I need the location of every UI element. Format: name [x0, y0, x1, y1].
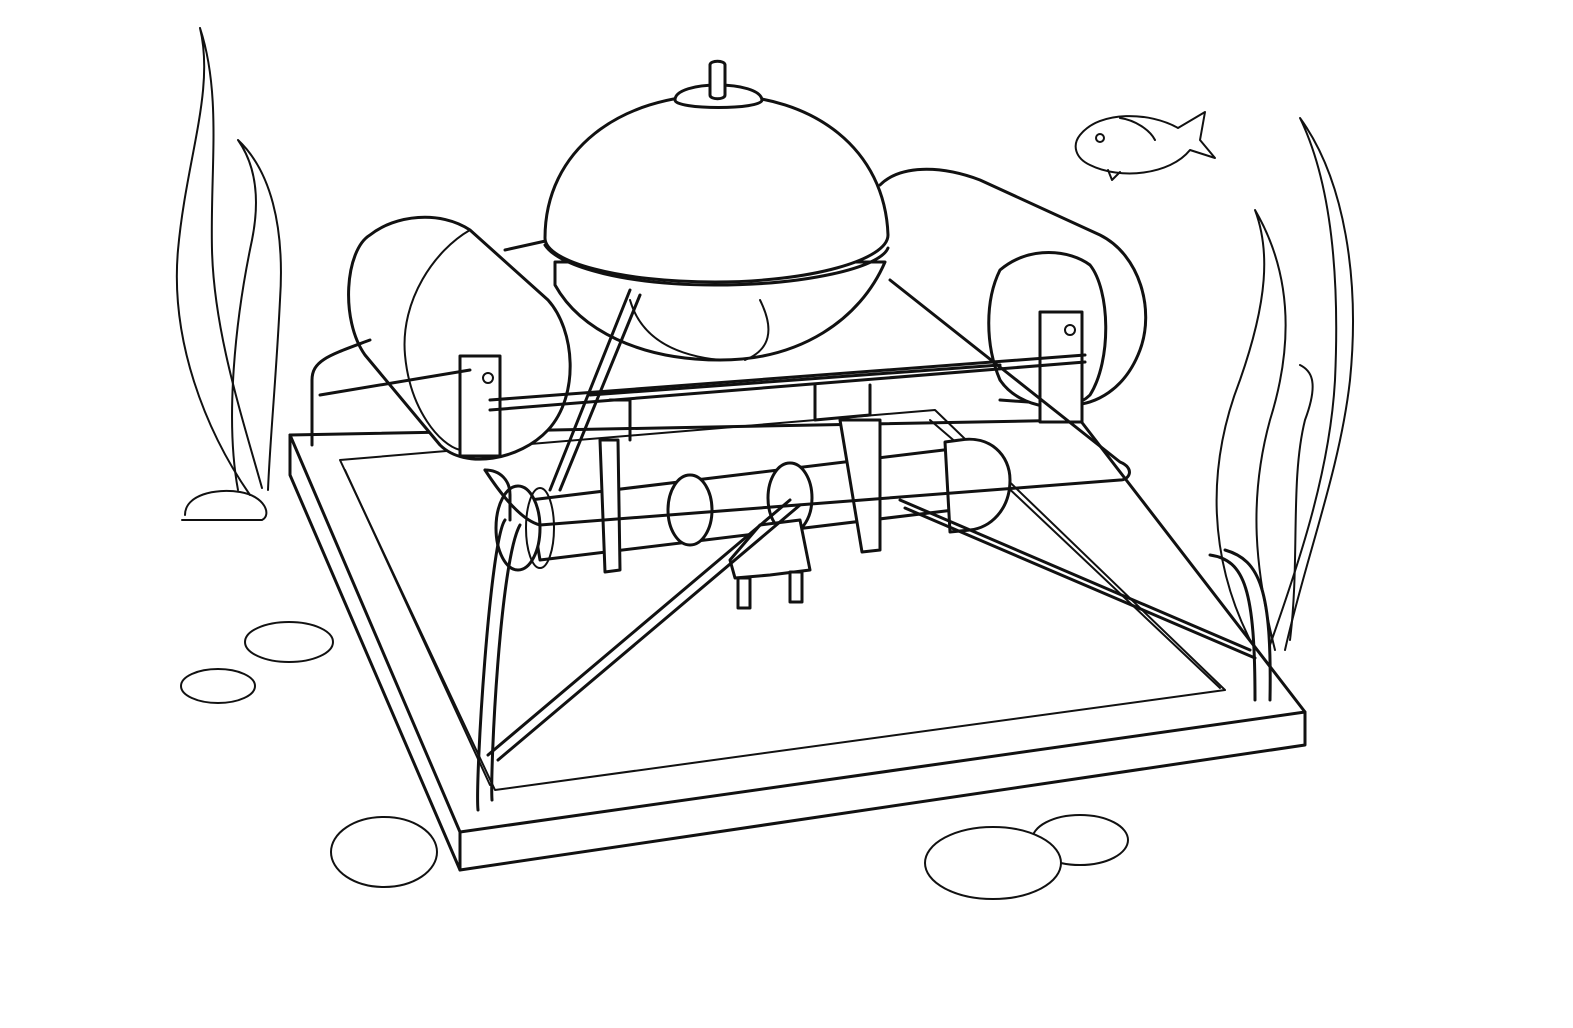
pebbles: [180, 489, 1129, 900]
dome: [543, 59, 890, 362]
frame-plate: [503, 238, 1002, 397]
coupling-1: [666, 473, 714, 547]
left-tank-bracket: [458, 354, 502, 458]
dome-valve: [708, 59, 727, 101]
seaweed-left: [175, 27, 282, 496]
seaweed-right: [1215, 117, 1354, 651]
plug: [728, 518, 812, 610]
left-tank: [347, 215, 572, 461]
right-tank: [878, 167, 1148, 424]
motor-shaft: [494, 418, 1012, 574]
frame-bars: [310, 278, 1272, 812]
fish: [1074, 111, 1216, 181]
